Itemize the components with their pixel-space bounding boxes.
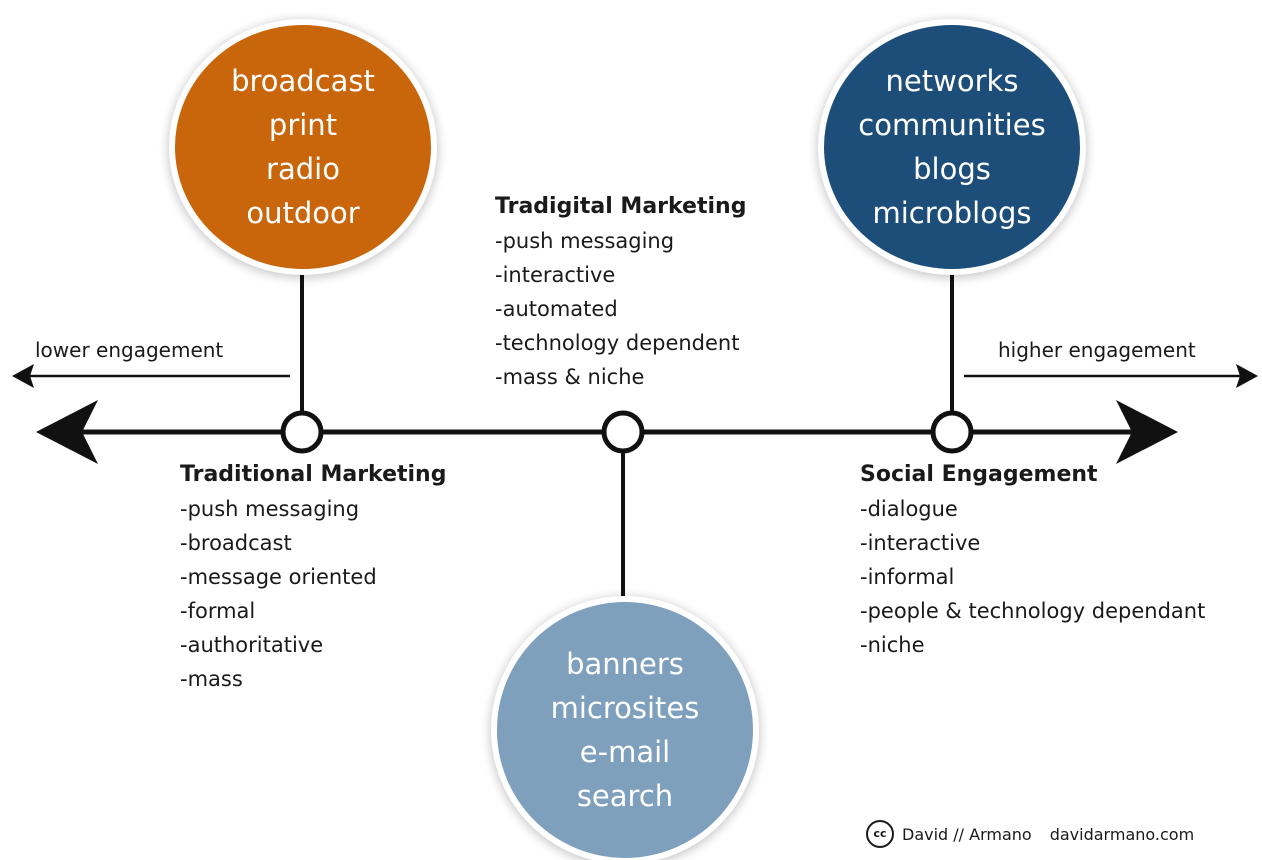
block-item: -push messaging <box>495 229 675 253</box>
block-title: Traditional Marketing <box>180 462 447 487</box>
block-item: -authoritative <box>180 633 324 657</box>
tradigital-marketing-block: Tradigital Marketing -push messaging -in… <box>495 190 746 394</box>
bubble-label: banners <box>566 647 684 681</box>
block-item: -informal <box>860 565 955 589</box>
main-axis-right-arrowhead <box>1116 400 1178 464</box>
lower-engagement-label: lower engagement <box>35 338 224 362</box>
social-engagement-block: Social Engagement -dialogue -interactive… <box>860 458 1205 662</box>
bubble-label: search <box>576 779 674 813</box>
higher-engagement-label: higher engagement <box>998 338 1196 362</box>
block-title: Social Engagement <box>860 462 1098 487</box>
block-item: -automated <box>495 297 618 321</box>
block-item: -mass & niche <box>495 365 645 389</box>
traditional-marketing-block: Traditional Marketing -push messaging -b… <box>180 458 446 696</box>
block-item: -interactive <box>495 263 616 287</box>
block-item: -message oriented <box>180 565 377 589</box>
bubble-label: networks <box>885 64 1019 98</box>
creative-commons-icon: cc <box>866 820 894 848</box>
bubble-label: microblogs <box>872 196 1032 230</box>
node-traditional <box>280 410 324 454</box>
block-item: -push messaging <box>180 497 360 521</box>
bubble-label: microsites <box>550 691 700 725</box>
credit-author: David // Armano <box>902 824 1032 844</box>
bubble-label: e-mail <box>579 735 671 769</box>
social-channels-bubble: networks communities blogs microblogs <box>824 25 1080 269</box>
block-item: -dialogue <box>860 497 958 521</box>
bubble-label: print <box>268 108 338 142</box>
block-item: -niche <box>860 633 925 657</box>
bubble-label: broadcast <box>231 64 375 98</box>
block-item: -technology dependent <box>495 331 740 355</box>
main-axis-left-arrowhead <box>36 400 98 464</box>
block-item: -broadcast <box>180 531 292 555</box>
block-item: -formal <box>180 599 256 623</box>
credit-line: cc David // Armano davidarmano.com <box>866 820 1194 848</box>
credit-site: davidarmano.com <box>1049 824 1195 844</box>
higher-engagement-arrowhead <box>1236 364 1258 388</box>
bubble-label: radio <box>266 152 340 186</box>
tradigital-channels-bubble: banners microsites e-mail search <box>497 602 753 858</box>
bubble-label: communities <box>858 108 1046 142</box>
bubble-label: outdoor <box>246 196 360 230</box>
lower-engagement-arrowhead <box>12 364 34 388</box>
block-title: Tradigital Marketing <box>495 194 747 219</box>
block-item: -people & technology dependant <box>860 599 1206 623</box>
bubble-label: blogs <box>913 152 991 186</box>
traditional-channels-bubble: broadcast print radio outdoor <box>175 25 431 269</box>
block-item: -interactive <box>860 531 981 555</box>
block-item: -mass <box>180 667 243 691</box>
node-tradigital <box>601 410 645 454</box>
node-social <box>930 410 974 454</box>
